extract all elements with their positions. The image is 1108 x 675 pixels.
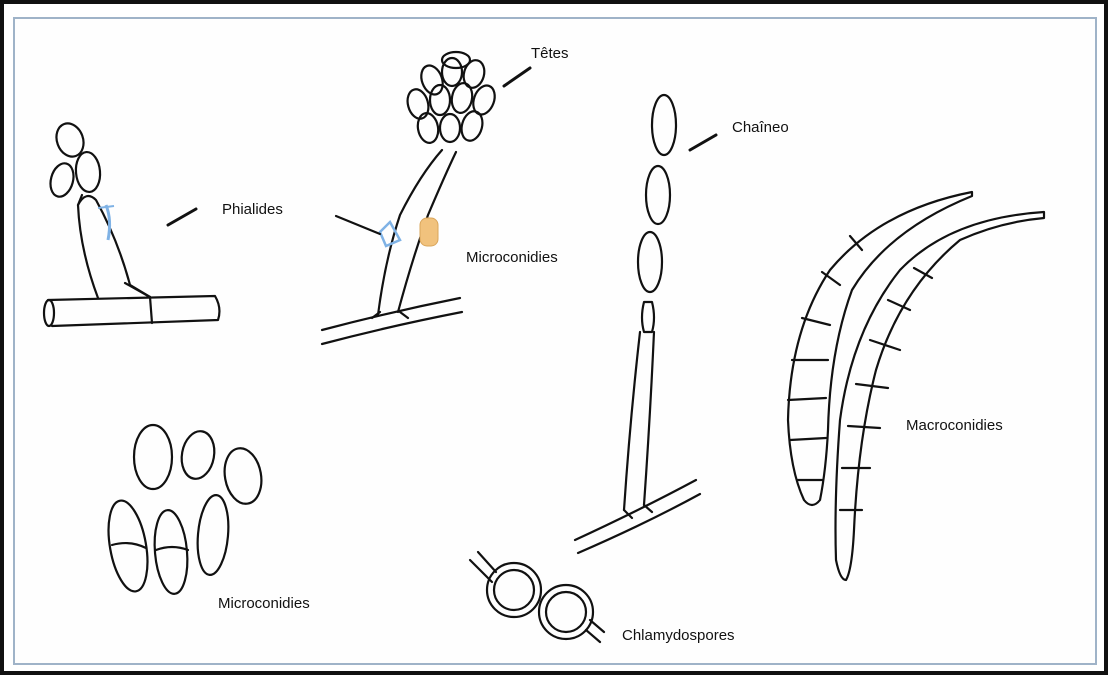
tetes-label: Têtes: [531, 45, 569, 62]
microconidies-label-bottom: Microconidies: [218, 595, 310, 612]
phialides-label: Phialides: [222, 201, 283, 218]
inner-frame: [14, 18, 1096, 664]
chaineo-label: Chaîneo: [732, 119, 789, 136]
chlamydospores-label: Chlamydospores: [622, 627, 735, 644]
macroconidies-label: Macroconidies: [906, 417, 1003, 434]
microconidies-label-top: Microconidies: [466, 249, 558, 266]
